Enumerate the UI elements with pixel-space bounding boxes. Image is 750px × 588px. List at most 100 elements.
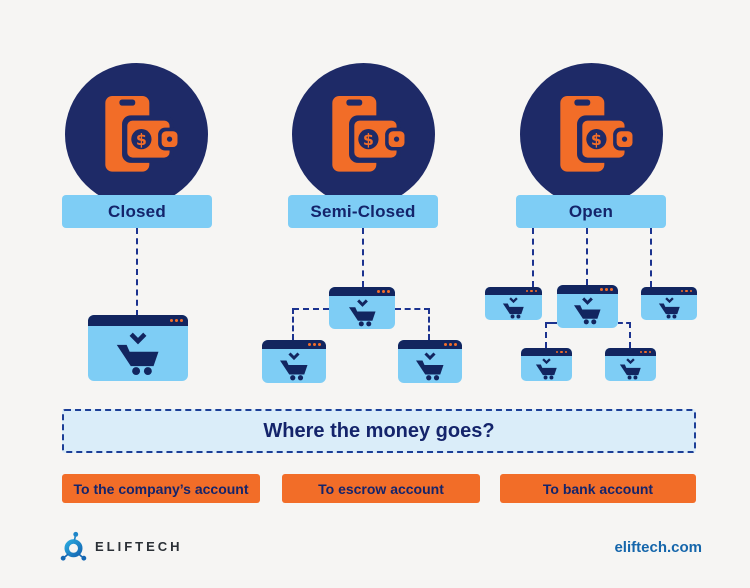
- open-elbow-right-h: [618, 322, 631, 324]
- window-dot-icon: [530, 289, 533, 293]
- open-elbow-left-v: [545, 322, 547, 348]
- phone-wallet-icon: [320, 94, 408, 186]
- window-titlebar: [398, 340, 462, 349]
- cart-icon: [619, 358, 642, 380]
- bank-account-button[interactable]: To bank account: [500, 474, 696, 503]
- company-account-label: To the company’s account: [73, 480, 249, 497]
- escrow-account-label: To escrow account: [318, 480, 444, 497]
- semi-elbow-left-h: [293, 308, 329, 310]
- closed-merchant-window: [88, 315, 188, 381]
- window-dot-icon: [318, 343, 321, 346]
- window-titlebar: [605, 348, 656, 356]
- semi-elbow-right-v: [428, 308, 430, 340]
- open-connector-mid: [586, 228, 588, 285]
- website-link[interactable]: eliftech.com: [614, 539, 702, 556]
- open-wallet-bubble: [520, 63, 663, 206]
- open-merchant-window-bottom-left: [521, 348, 572, 381]
- semi-merchant-window-right: [398, 340, 462, 383]
- company-account-button[interactable]: To the company’s account: [62, 474, 260, 503]
- cart-icon: [535, 358, 558, 380]
- window-dot-icon: [600, 288, 603, 291]
- open-label: Open: [568, 201, 614, 221]
- window-dot-icon: [560, 350, 563, 354]
- window-dot-icon: [444, 343, 447, 346]
- eliftech-molecule-icon: [60, 531, 87, 562]
- eliftech-logo: ELIFTECH: [60, 531, 183, 562]
- semi-merchant-window-main: [329, 287, 395, 329]
- open-merchant-window-bottom-right: [605, 348, 656, 381]
- cart-icon: [348, 299, 377, 327]
- window-dot-icon: [525, 289, 528, 293]
- window-dot-icon: [689, 289, 692, 293]
- escrow-account-button[interactable]: To escrow account: [282, 474, 480, 503]
- window-dot-icon: [555, 350, 558, 354]
- window-titlebar: [329, 287, 395, 296]
- semi-connector-line: [362, 228, 364, 287]
- closed-label: Closed: [108, 201, 166, 221]
- window-dot-icon: [644, 350, 647, 354]
- window-titlebar: [557, 285, 618, 294]
- window-dot-icon: [564, 350, 567, 354]
- window-body: [485, 295, 542, 320]
- open-elbow-right-v: [629, 322, 631, 348]
- question-title: Where the money goes?: [263, 419, 495, 442]
- window-body: [521, 356, 572, 381]
- window-dot-icon: [639, 350, 642, 354]
- window-dot-icon: [387, 290, 390, 293]
- window-titlebar: [485, 287, 542, 295]
- window-body: [329, 296, 395, 329]
- open-merchant-window-top-right: [641, 287, 697, 320]
- semi-closed-wallet-bubble: [292, 63, 435, 206]
- window-dot-icon: [449, 343, 452, 346]
- window-dot-icon: [648, 350, 651, 354]
- window-dot-icon: [680, 289, 683, 293]
- window-dot-icon: [308, 343, 311, 346]
- window-dot-icon: [610, 288, 613, 291]
- window-body: [557, 294, 618, 328]
- open-connector-right: [650, 228, 652, 287]
- open-connector-left: [532, 228, 534, 287]
- window-dot-icon: [377, 290, 380, 293]
- window-dot-icon: [534, 289, 537, 293]
- window-dot-icon: [605, 288, 608, 291]
- cart-icon: [115, 332, 161, 376]
- window-dot-icon: [685, 289, 688, 293]
- window-dot-icon: [180, 319, 183, 322]
- semi-closed-label-box: Semi-Closed: [288, 195, 438, 228]
- window-dot-icon: [454, 343, 457, 346]
- semi-merchant-window-left: [262, 340, 326, 383]
- question-box: Where the money goes?: [62, 409, 696, 453]
- window-body: [641, 295, 697, 320]
- open-elbow-left-h: [546, 322, 557, 324]
- closed-label-box: Closed: [62, 195, 212, 228]
- window-body: [262, 349, 326, 383]
- cart-icon: [415, 352, 445, 381]
- cart-icon: [573, 297, 602, 325]
- open-label-box: Open: [516, 195, 666, 228]
- window-body: [398, 349, 462, 383]
- window-body: [88, 326, 188, 381]
- cart-icon: [658, 297, 681, 319]
- open-merchant-window-main: [557, 285, 618, 328]
- window-dot-icon: [382, 290, 385, 293]
- window-dot-icon: [175, 319, 178, 322]
- phone-wallet-icon: [548, 94, 636, 186]
- semi-elbow-left-v: [292, 308, 294, 340]
- closed-connector-line: [136, 228, 138, 316]
- window-titlebar: [88, 315, 188, 326]
- window-titlebar: [262, 340, 326, 349]
- phone-wallet-icon: [93, 94, 181, 186]
- window-dot-icon: [170, 319, 173, 322]
- window-titlebar: [641, 287, 697, 295]
- semi-closed-label: Semi-Closed: [310, 201, 416, 221]
- brand-name: ELIFTECH: [95, 539, 183, 554]
- cart-icon: [502, 297, 525, 319]
- window-dot-icon: [313, 343, 316, 346]
- bank-account-label: To bank account: [542, 480, 654, 497]
- window-body: [605, 356, 656, 381]
- cart-icon: [279, 352, 309, 381]
- semi-elbow-right-h: [395, 308, 430, 310]
- window-titlebar: [521, 348, 572, 356]
- closed-wallet-bubble: [65, 63, 208, 206]
